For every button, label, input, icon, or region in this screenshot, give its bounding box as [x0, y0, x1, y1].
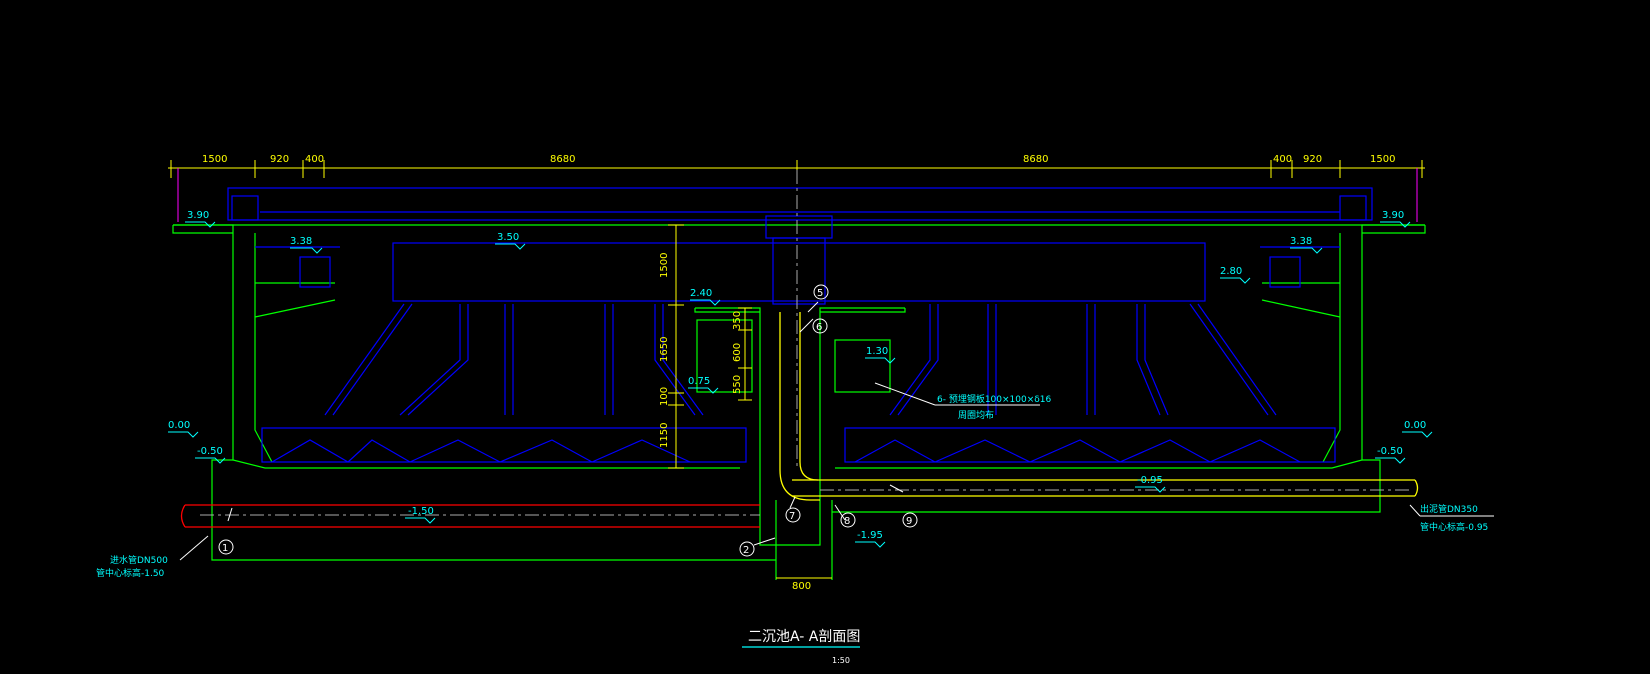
vertical-dimension-texts: 1500 1650 100 1150 350 600 550 800 [659, 253, 811, 592]
callout-5: 5 [817, 288, 823, 299]
dim-top-8: 1500 [1370, 154, 1395, 165]
elev-center-low: 0.75 [688, 376, 710, 387]
dim-top-7: 920 [1303, 154, 1322, 165]
dim-top-2: 920 [270, 154, 289, 165]
note-inlet-1: 进水管DN500 [110, 554, 168, 566]
drawing-title-block: 二沉池A- A剖面图 1:50 [742, 629, 860, 665]
elev-weir-left: 3.38 [290, 236, 312, 247]
dim-top-3: 400 [305, 154, 324, 165]
dim-bottom: 800 [792, 581, 811, 592]
dim-v-4: 1150 [659, 423, 670, 448]
vertical-dimension-chain [668, 224, 832, 579]
dim-top-5: 8680 [1023, 154, 1048, 165]
note-plate-2: 周圈均布 [958, 409, 994, 421]
elevation-texts: 3.90 3.90 3.38 3.38 3.50 2.80 2.40 1.30 … [168, 210, 1426, 541]
callout-circles [218, 284, 918, 557]
outlet-pipe [779, 312, 1419, 501]
callout-numbers: 1 2 5 6 7 8 9 [222, 288, 912, 556]
note-outlet-2: 管中心标高-0.95 [1420, 521, 1488, 533]
elev-ground-right: 0.00 [1404, 420, 1426, 431]
callout-8: 8 [844, 516, 850, 527]
callout-leaders [179, 301, 1494, 561]
center-lines [200, 170, 1410, 516]
elev-base-right: -0.50 [1377, 446, 1403, 457]
elev-center-right: 1.30 [866, 346, 888, 357]
dim-v-3: 100 [659, 387, 670, 406]
top-dimension-texts: 1500 920 400 8680 8680 400 920 1500 [202, 154, 1395, 165]
dim-c-2: 600 [732, 343, 743, 362]
dim-top-1: 1500 [202, 154, 227, 165]
dim-v-1: 1500 [659, 253, 670, 278]
elev-center-inner: 2.40 [690, 288, 712, 299]
edge-level-markers [177, 168, 1418, 222]
elevation-markers [168, 221, 1433, 548]
elev-inlet-pipe: -1.50 [408, 506, 434, 517]
dim-top-4: 8680 [550, 154, 575, 165]
callout-7: 7 [789, 511, 795, 522]
elev-top-left: 3.90 [187, 210, 209, 221]
inlet-pipe [180, 504, 760, 528]
dim-c-3: 550 [732, 375, 743, 394]
callout-2: 2 [743, 545, 749, 556]
drawing-scale: 1:50 [832, 656, 850, 665]
notes: 进水管DN500 管中心标高-1.50 出泥管DN350 管中心标高-0.95 … [96, 393, 1488, 579]
top-dimension-chain [168, 160, 1425, 178]
bridge-equipment [227, 187, 1373, 463]
note-plate-1: 6- 预埋钢板100×100×δ16 [937, 393, 1052, 405]
callout-1: 1 [222, 543, 228, 554]
callout-6: 6 [816, 322, 822, 333]
elev-top-right: 3.90 [1382, 210, 1404, 221]
elev-base-left: -0.50 [197, 446, 223, 457]
dim-v-2: 1650 [659, 337, 670, 362]
note-inlet-2: 管中心标高-1.50 [96, 567, 165, 579]
elev-pit-bottom: -1.95 [857, 530, 883, 541]
elev-outlet-pipe: -0.95 [1137, 475, 1163, 486]
dim-c-1: 350 [732, 311, 743, 330]
elev-ground-left: 0.00 [168, 420, 190, 431]
elev-water: 3.50 [497, 232, 519, 243]
elev-outlet-right: 2.80 [1220, 266, 1242, 277]
note-outlet-1: 出泥管DN350 [1420, 503, 1478, 515]
callout-9: 9 [906, 516, 912, 527]
drawing-title: 二沉池A- A剖面图 [748, 629, 860, 645]
dim-top-6: 400 [1273, 154, 1292, 165]
elev-weir-right: 3.38 [1290, 236, 1312, 247]
